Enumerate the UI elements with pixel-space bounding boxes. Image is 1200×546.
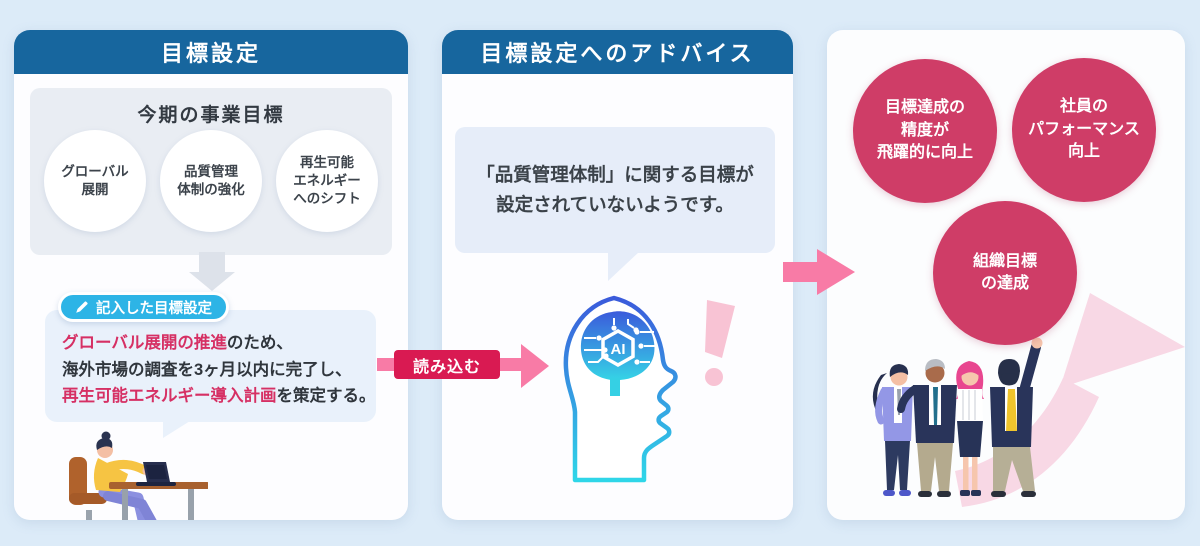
woman-at-desk-illustration: [69, 431, 208, 520]
advice-panel-header: 目標設定へのアドバイス: [442, 30, 793, 74]
goal-circle-line: エネルギー: [293, 172, 361, 188]
person-woman-pink: [956, 361, 984, 496]
benefit-line: 組織目標: [972, 252, 1037, 270]
business-goal-circles: グローバル 展開 品質管理 体制の強化 再生可能 エネルギー へのシフト: [30, 130, 392, 232]
goal-text: のため、: [226, 334, 293, 352]
written-goal-badge: 記入した目標設定: [58, 292, 229, 322]
load-arrow-label: 読み込む: [394, 350, 500, 379]
benefit-line: 精度が: [900, 121, 949, 139]
highlighted-goal-text: グローバル展開の推進: [62, 334, 227, 352]
load-arrow-head: [521, 344, 549, 388]
benefit-line: 目標達成の: [884, 99, 965, 117]
person-woman-left: [872, 364, 913, 496]
written-goal-bubble: グローバル展開の推進のため、 海外市場の調査を3ヶ月以内に完了し、 再生可能エネ…: [45, 310, 376, 422]
team-success-illustration: [872, 293, 1185, 507]
benefit-circle-accuracy: 目標達成の 精度が 飛躍的に向上: [853, 59, 997, 203]
goal-circle-line: グローバル: [61, 163, 129, 179]
benefit-circle-org-goal: 組織目標 の達成: [933, 201, 1077, 345]
business-goals-box: 今期の事業目標 グローバル 展開 品質管理 体制の強化 再生可能 エネルギー へ…: [30, 88, 392, 255]
advice-panel-title: 目標設定へのアドバイス: [480, 41, 755, 66]
goal-setting-panel-title: 目標設定: [160, 41, 261, 66]
goal-circle-line: 品質管理: [184, 163, 238, 179]
highlighted-goal-text: 再生可能エネルギー導入計画: [62, 387, 277, 405]
benefit-circle-performance: 社員の パフォーマンス 向上: [1012, 58, 1156, 202]
down-arrow-icon: [189, 272, 235, 291]
advice-line2: 設定されていないようです。: [496, 194, 734, 215]
written-goal-line2: 海外市場の調査を3ヶ月以内に完了し、: [62, 360, 352, 379]
goal-setting-panel-header: 目標設定: [14, 30, 408, 74]
benefit-line: パフォーマンス: [1028, 120, 1140, 138]
goal-circle-line: 体制の強化: [177, 182, 245, 197]
benefits-panel: 目標達成の 精度が 飛躍的に向上 社員の パフォーマンス 向上 組織目標 の達成: [827, 30, 1185, 520]
down-arrow-icon: [199, 252, 225, 272]
written-goal-badge-label: 記入した目標設定: [96, 300, 212, 317]
goal-text: を策定する。: [276, 387, 376, 405]
person-man-gray: [897, 359, 957, 497]
written-goal-line1: グローバル展開の推進のため、: [62, 330, 376, 357]
person-man-beard: [990, 337, 1043, 497]
goal-circle-line: へのシフト: [293, 191, 361, 207]
result-arrow-shaft: [783, 262, 817, 282]
written-goal-line3: 再生可能エネルギー導入計画を策定する。: [62, 383, 376, 410]
exclamation-icon: [705, 300, 735, 386]
advice-panel: 目標設定へのアドバイス 「品質管理体制」に関する目標が 設定されていないようです…: [442, 30, 793, 520]
advice-line1: 「品質管理体制」に関する目標が: [476, 164, 754, 185]
goal-circle-line: 展開: [81, 182, 109, 197]
bubble-tail: [608, 252, 639, 281]
advice-bubble: 「品質管理体制」に関する目標が 設定されていないようです。: [455, 127, 775, 253]
ai-brain-illustration: AI: [563, 295, 735, 483]
bubble-tail: [163, 421, 190, 438]
goal-circle-quality: 品質管理 体制の強化: [160, 130, 262, 232]
benefit-line: 飛躍的に向上: [876, 144, 973, 162]
business-goals-title: 今期の事業目標: [137, 105, 285, 126]
ai-label: AI: [611, 341, 626, 358]
goal-circle-global: グローバル 展開: [44, 130, 146, 232]
goal-circle-energy: 再生可能 エネルギー へのシフト: [276, 130, 378, 232]
pencil-icon: [76, 301, 88, 313]
goal-circle-line: 再生可能: [300, 154, 354, 170]
benefit-line: 向上: [1067, 143, 1100, 161]
result-arrow-head: [817, 249, 855, 295]
benefit-line: 社員の: [1059, 98, 1108, 116]
benefit-line: の達成: [980, 275, 1029, 292]
goal-setting-panel: 目標設定 今期の事業目標 グローバル 展開 品質管理 体制の強化 再生可能 エネ…: [14, 30, 408, 520]
written-goal-text: グローバル展開の推進のため、 海外市場の調査を3ヶ月以内に完了し、 再生可能エネ…: [45, 310, 376, 410]
